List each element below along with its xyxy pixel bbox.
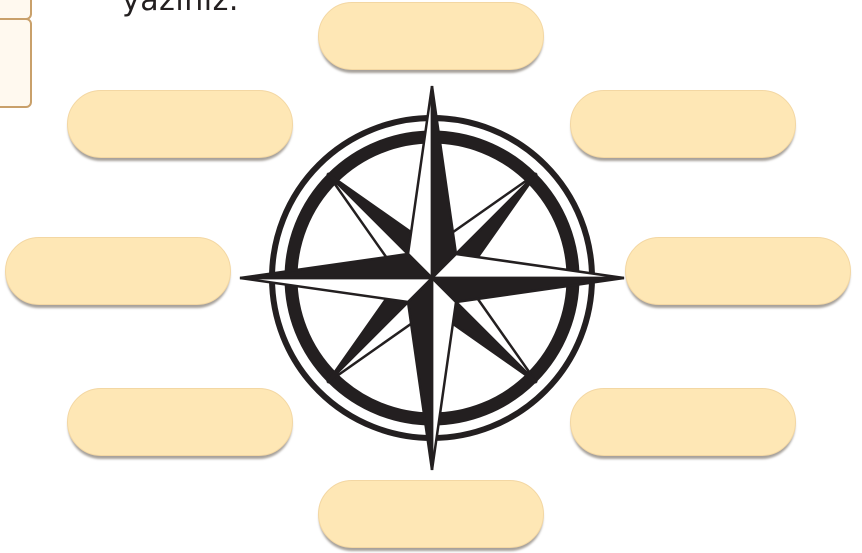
side-tab-bottom: [0, 18, 32, 108]
answer-box-south[interactable]: [318, 480, 544, 548]
side-tab-top: [0, 0, 32, 20]
answer-box-east[interactable]: [625, 237, 851, 305]
compass-rose-icon: [236, 82, 628, 474]
answer-box-north[interactable]: [318, 2, 544, 70]
compass-cardinal-points: [240, 86, 624, 470]
instruction-text: yazınız.: [122, 0, 239, 16]
answer-box-west[interactable]: [5, 237, 231, 305]
